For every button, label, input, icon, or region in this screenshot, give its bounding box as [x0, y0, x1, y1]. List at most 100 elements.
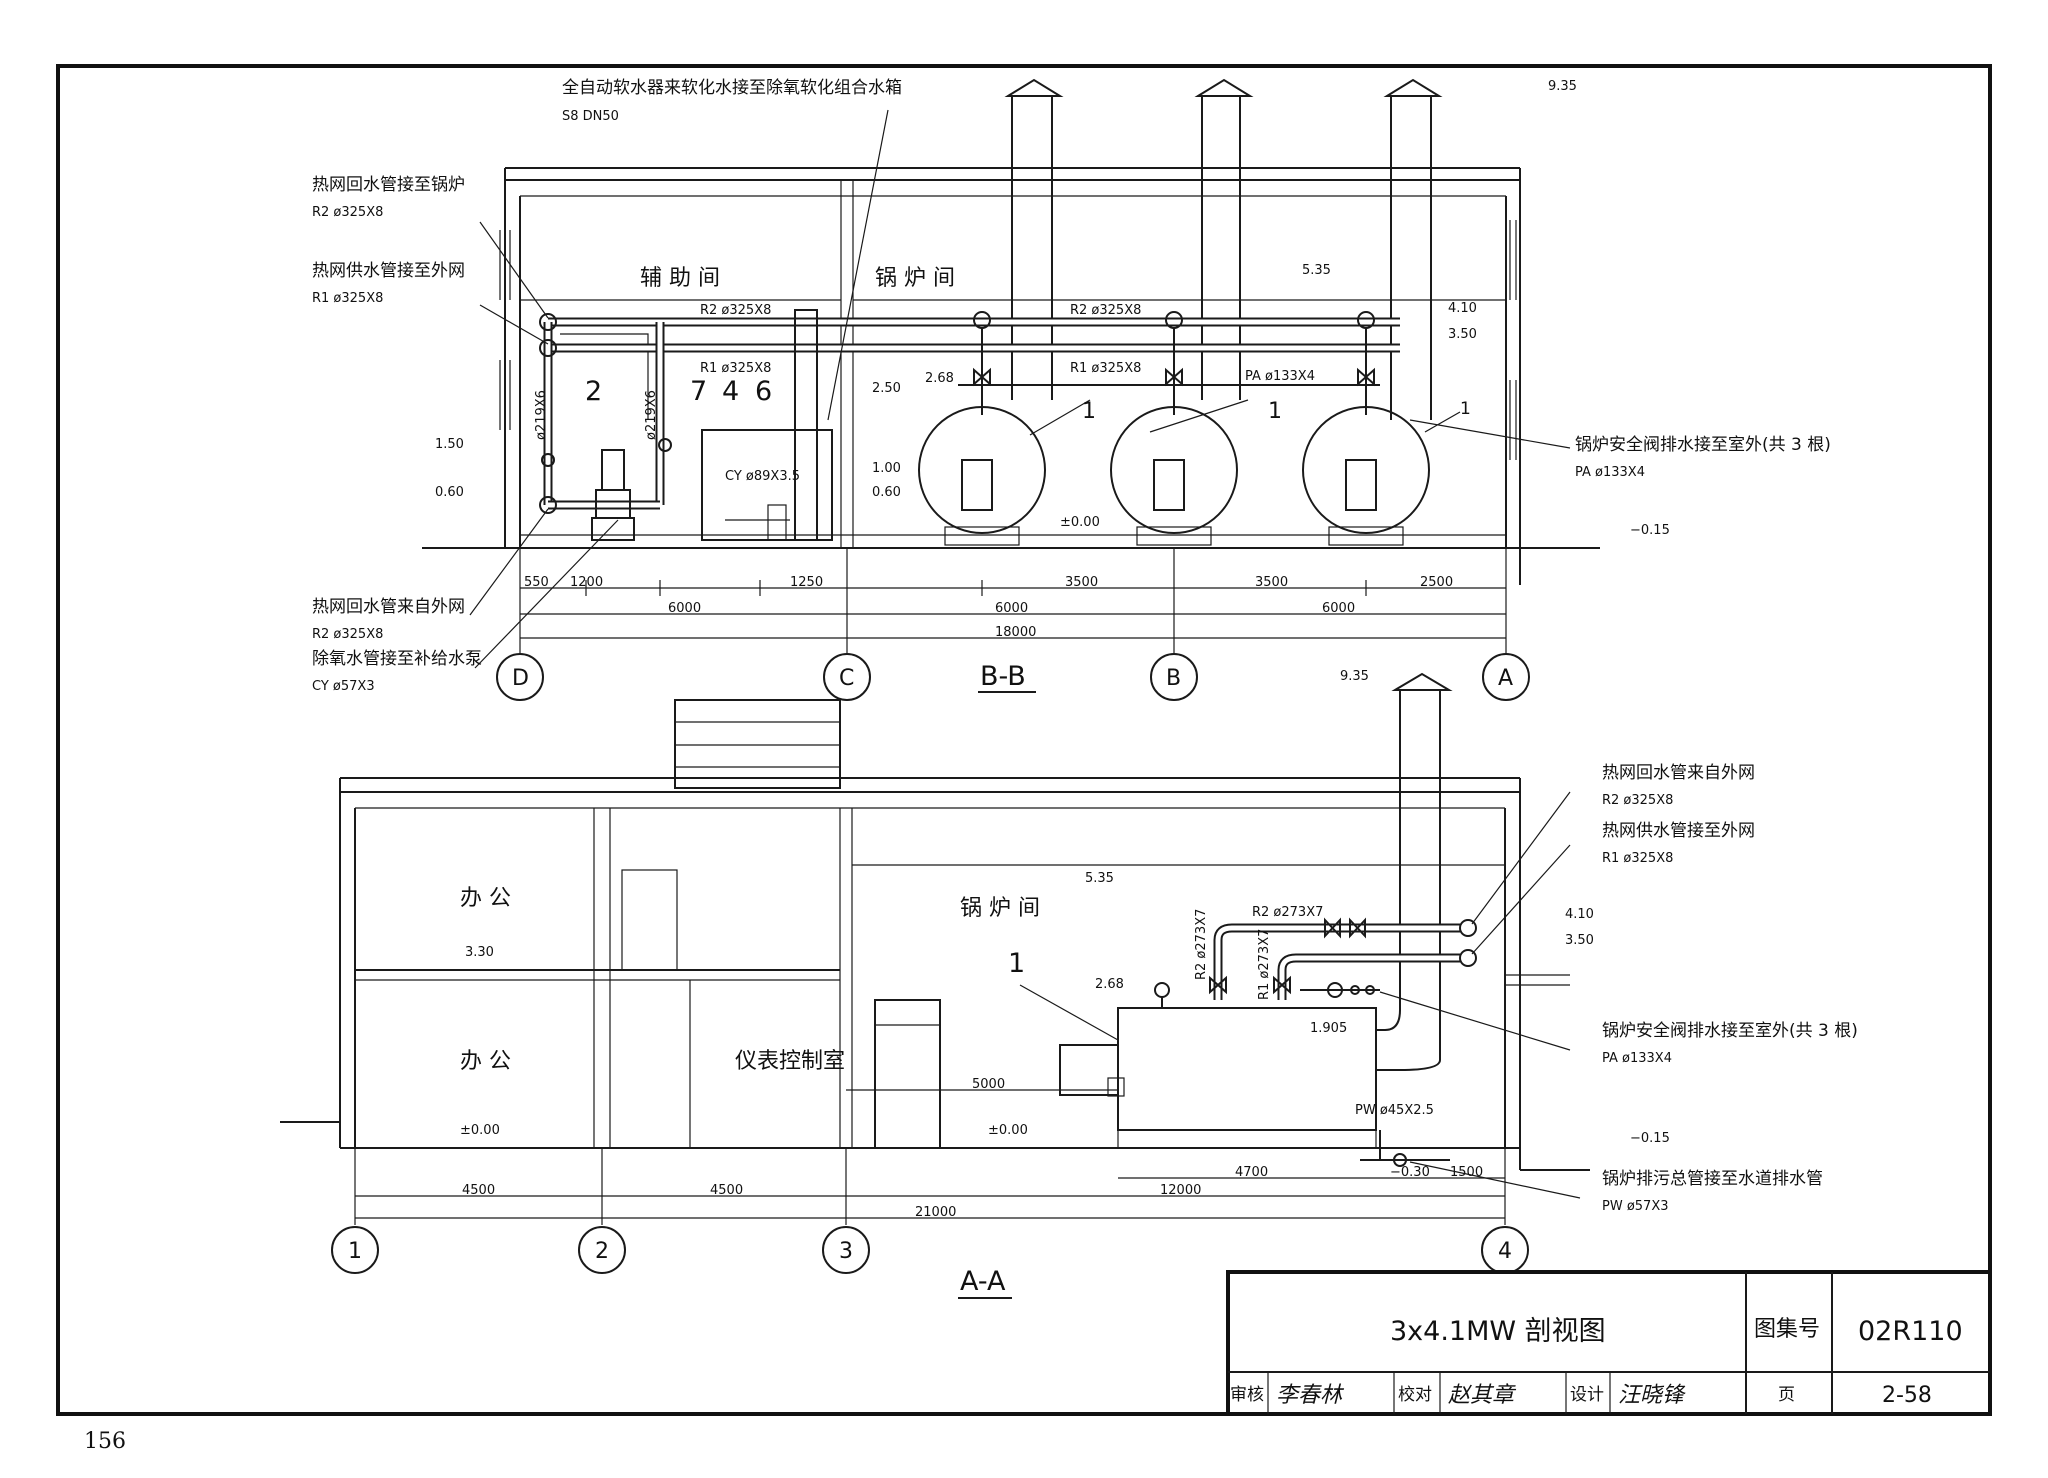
aa-level-350: 3.50: [1565, 933, 1594, 948]
aa-leaders: [1019, 791, 1581, 1199]
aa-callout-supply-out-spec: R1 ø325X8: [1602, 851, 1673, 866]
sheet-border: [56, 64, 1992, 1416]
aa-level-ground: −0.15: [1630, 1131, 1670, 1146]
bb-callout-supply-out: 热网供水管接至外网: [312, 261, 465, 281]
bb-pipe-pa: PA ø133X4: [1245, 369, 1315, 384]
bb-dim-3500a: 3500: [1065, 575, 1098, 590]
aa-level-zero-a: ±0.00: [460, 1123, 500, 1138]
title-block-review-label: 审核: [1230, 1385, 1264, 1405]
title-block-page-value: 2-58: [1882, 1383, 1932, 1408]
bb-item-6: 6: [755, 376, 772, 407]
aa-axis-3: 3: [839, 1239, 853, 1264]
bb-pipe-r2-b: R2 ø325X8: [1070, 303, 1141, 318]
bb-axis-a: A: [1498, 666, 1513, 691]
bb-callout-return-to-boiler: 热网回水管接至锅炉: [312, 175, 465, 195]
aa-axis-4: 4: [1498, 1239, 1512, 1264]
aa-callout-return-in: 热网回水管来自外网: [1602, 763, 1755, 783]
bb-axis-d: D: [512, 666, 529, 691]
bb-level-060b: 0.60: [872, 485, 901, 500]
aa-dim-12000: 12000: [1160, 1183, 1201, 1198]
bb-callout-return-in: 热网回水管来自外网: [312, 597, 465, 617]
aa-callout-supply-out: 热网供水管接至外网: [1602, 821, 1755, 841]
bb-pipe-v2: ø219X6: [644, 390, 659, 440]
bb-axis-c: C: [839, 666, 854, 691]
aa-dim-4500a: 4500: [462, 1183, 495, 1198]
bb-callout-safety: 锅炉安全阀排水接至室外(共 3 根): [1575, 435, 1831, 455]
aa-building: [280, 699, 1590, 1171]
bb-dim-2500: 2500: [1420, 575, 1453, 590]
bb-level-top: 9.35: [1548, 79, 1577, 94]
aa-dim-4500b: 4500: [710, 1183, 743, 1198]
aa-axis-2: 2: [595, 1239, 609, 1264]
aa-callout-blowdown: 锅炉排污总管接至水道排水管: [1602, 1169, 1823, 1189]
aa-boiler: [1059, 1007, 1377, 1148]
aa-level-268: 2.68: [1095, 977, 1124, 992]
aa-pipe-pw: PW ø45X2.5: [1355, 1103, 1434, 1118]
aa-item-1: 1: [1008, 948, 1025, 979]
aa-room-office2: 办 公: [460, 1049, 511, 1074]
aa-pipe-r2: R2 ø273X7: [1252, 905, 1323, 920]
title-block-page-label: 页: [1778, 1385, 1795, 1405]
bb-item-1b: 1: [1268, 399, 1282, 424]
bb-header-pipes: [539, 311, 1400, 514]
aa-dim-4700: 4700: [1235, 1165, 1268, 1180]
title-block-title: 3x4.1MW 剖视图: [1390, 1316, 1606, 1347]
aa-room-boiler: 锅 炉 间: [960, 896, 1040, 921]
bb-boiler-1: [918, 406, 1046, 534]
bb-boilers: [918, 406, 1430, 546]
bb-callout-return-to-boiler-spec: R2 ø325X8: [312, 205, 383, 220]
bb-dim-1200: 1200: [570, 575, 603, 590]
bb-axis-bubbles: [496, 548, 1530, 701]
bb-item-7: 7: [690, 376, 707, 407]
bb-pipe-cy: CY ø89X3.5: [725, 469, 800, 484]
bb-boiler-2: [1110, 406, 1238, 534]
aa-callout-return-in-spec: R2 ø325X8: [1602, 793, 1673, 808]
bb-level-roof: 5.35: [1302, 263, 1331, 278]
bb-callout-supply-out-spec: R1 ø325X8: [312, 291, 383, 306]
bb-dim-1250: 1250: [790, 575, 823, 590]
aa-dim-21000: 21000: [915, 1205, 956, 1220]
aa-level-roof: 5.35: [1085, 871, 1114, 886]
bb-item-2: 2: [585, 376, 602, 407]
title-block-atlas-no: 02R110: [1858, 1316, 1963, 1347]
aa-section-title: A-A: [960, 1266, 1006, 1297]
bb-callout-deaerated-spec: CY ø57X3: [312, 679, 375, 694]
bb-axis-b: B: [1166, 666, 1181, 691]
aa-dims: [355, 1089, 1505, 1219]
bb-level-150: 1.50: [435, 437, 464, 452]
bb-dim-6000c: 6000: [1322, 601, 1355, 616]
title-block-check-label: 校对: [1398, 1385, 1432, 1405]
aa-level-1905: 1.905: [1310, 1021, 1347, 1036]
title-block-design-sign: 汪晓锋: [1618, 1383, 1686, 1408]
bb-leaders: [469, 109, 1571, 669]
title-block-review-sign: 李春林: [1276, 1383, 1345, 1408]
bb-dim-550: 550: [524, 575, 549, 590]
bb-callout-safety-spec: PA ø133X4: [1575, 465, 1645, 480]
aa-callout-safety-spec: PA ø133X4: [1602, 1051, 1672, 1066]
bb-tank: [701, 309, 833, 541]
aa-dim-5000: 5000: [972, 1077, 1005, 1092]
bb-callout-softener-spec: S8 DN50: [562, 109, 619, 124]
aa-room-office1: 办 公: [460, 886, 511, 911]
bb-pipe-r1-a: R1 ø325X8: [700, 361, 771, 376]
bb-level-250: 2.50: [872, 381, 901, 396]
aa-level-top: 9.35: [1340, 669, 1369, 684]
aa-dim-1500: 1500: [1450, 1165, 1483, 1180]
bb-dims: [520, 580, 1506, 639]
bb-level-268: 2.68: [925, 371, 954, 386]
bb-room-boiler: 锅 炉 间: [875, 266, 955, 291]
title-block-design-label: 设计: [1570, 1385, 1604, 1405]
aa-chimney: [1375, 672, 1453, 1071]
aa-callout-blowdown-spec: PW ø57X3: [1602, 1199, 1669, 1214]
bb-boiler-3: [1302, 406, 1430, 534]
title-block-check-sign: 赵其章: [1448, 1383, 1517, 1408]
bb-pipe-v1: ø219X6: [534, 390, 549, 440]
aa-level-zero-b: ±0.00: [988, 1123, 1028, 1138]
bb-level-410: 4.10: [1448, 301, 1477, 316]
section-bb: [422, 78, 1600, 701]
bb-dim-6000b: 6000: [995, 601, 1028, 616]
bb-level-ground: −0.15: [1630, 523, 1670, 538]
aa-level-330: 3.30: [465, 945, 494, 960]
aa-room-control: 仪表控制室: [735, 1049, 845, 1074]
